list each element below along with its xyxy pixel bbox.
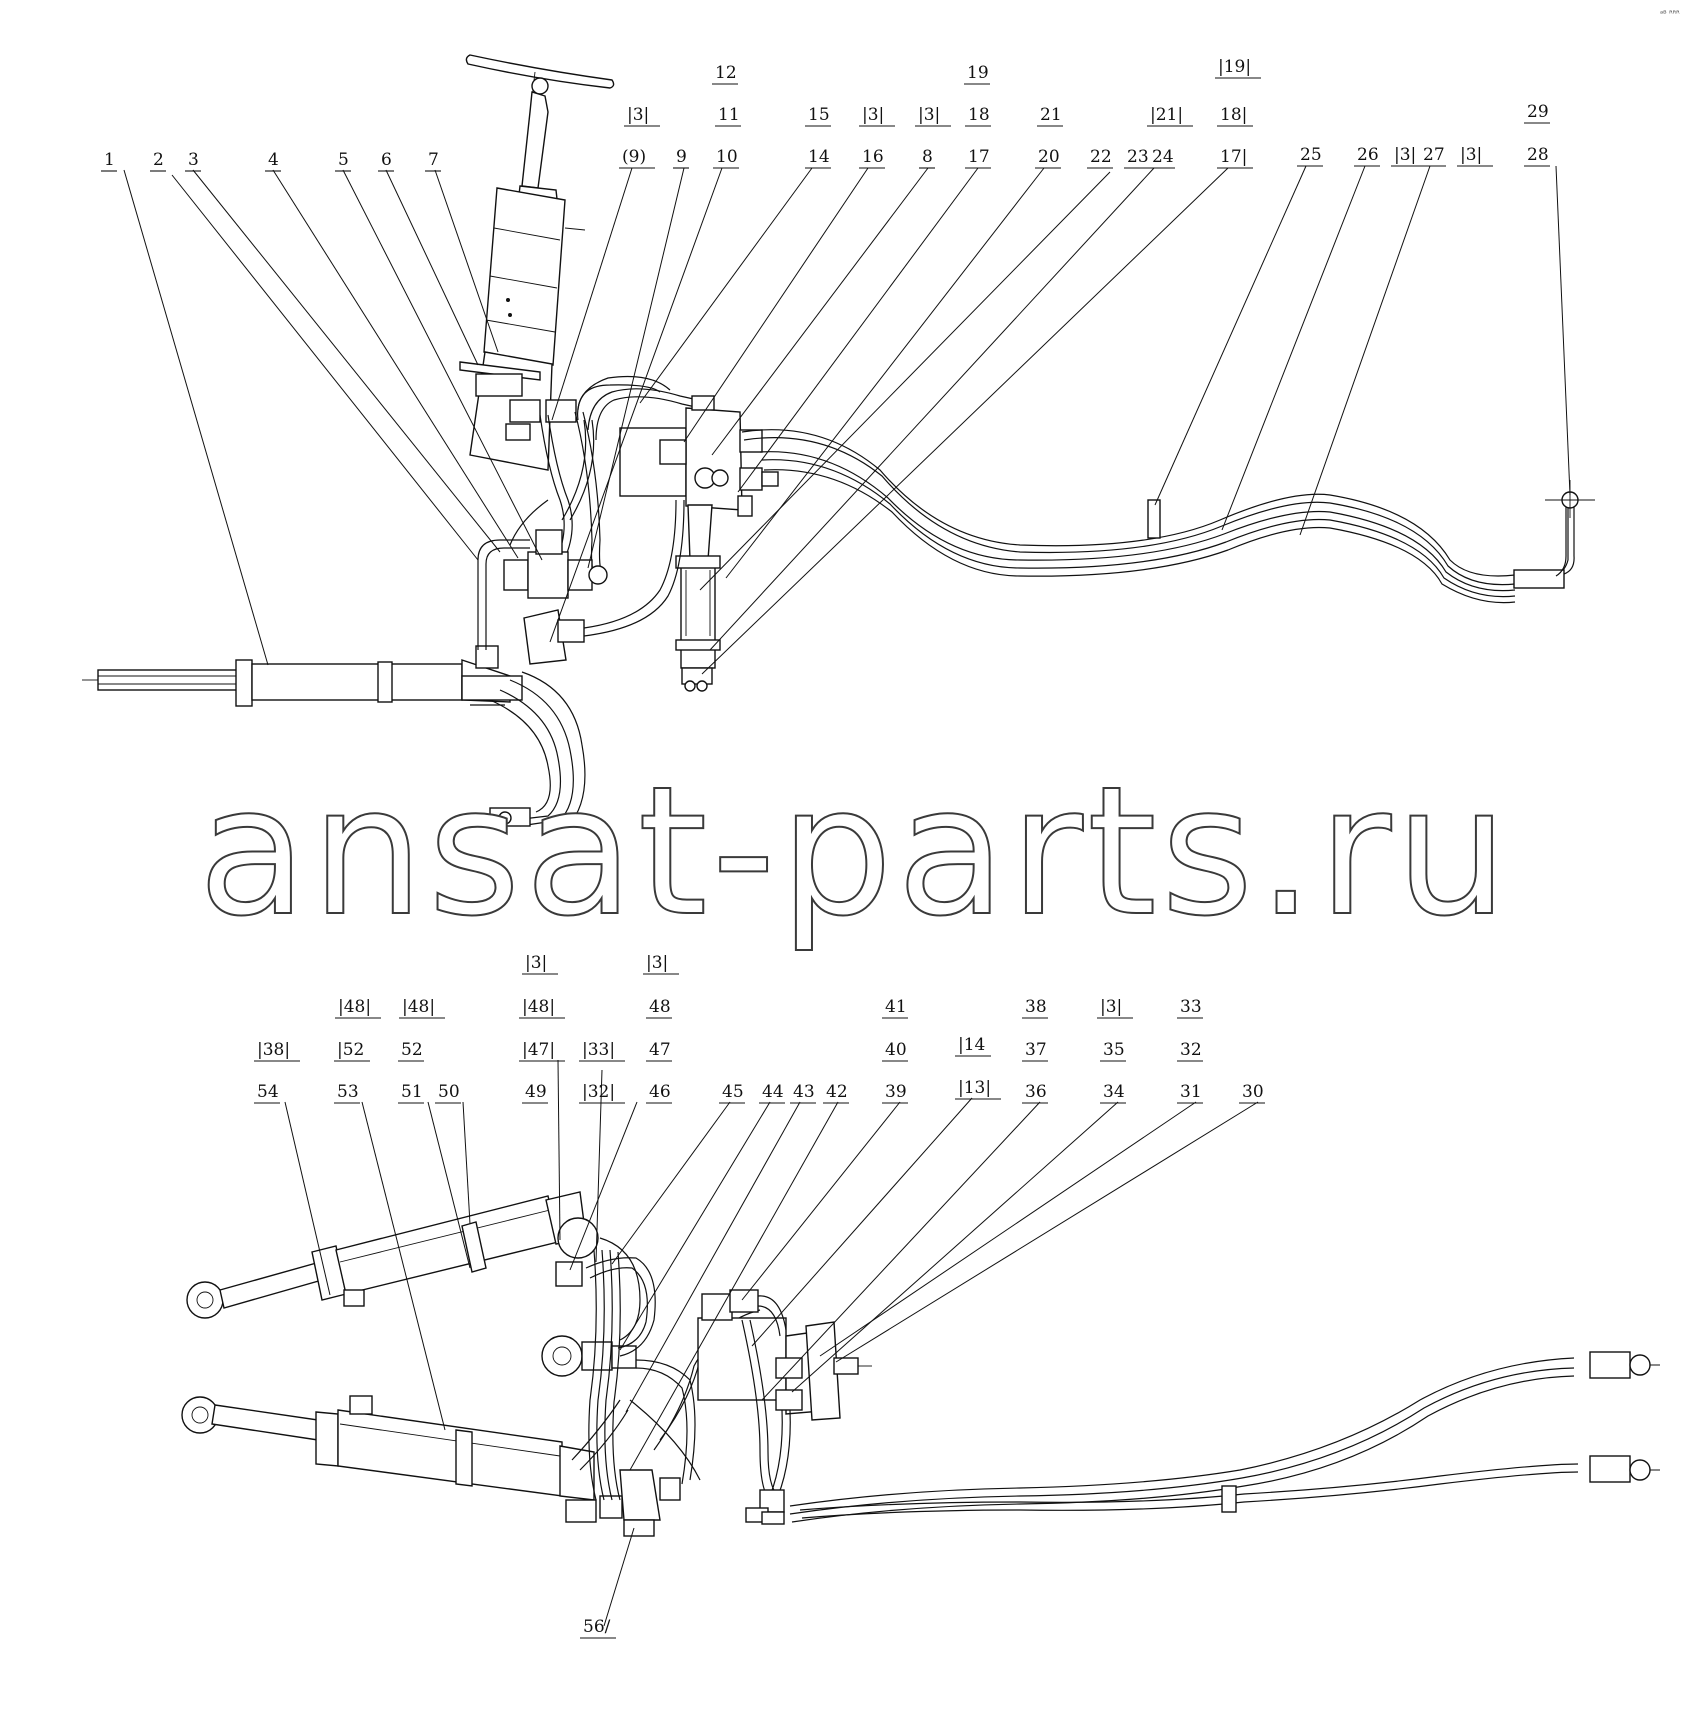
vertical-cylinder xyxy=(675,504,721,692)
callout-label-l24: 24 xyxy=(1152,147,1174,167)
callout-label-l48c: |48| xyxy=(522,997,555,1017)
callout-label-l30: 30 xyxy=(1242,1082,1264,1102)
callout-label-l56: 56/ xyxy=(583,1617,611,1637)
callout-label-l9p: (9) xyxy=(622,147,646,167)
callout-label-l27: 27 xyxy=(1423,145,1445,165)
callout-label-l16: 16 xyxy=(862,147,884,167)
callout-label-l19b: |19| xyxy=(1218,57,1251,77)
callout-label-l44: 44 xyxy=(762,1082,784,1102)
callout-label-l12: 12 xyxy=(715,63,737,83)
callout-label-l17: 17 xyxy=(968,147,990,167)
callout-label-l14b: |14 xyxy=(958,1035,985,1055)
callout-label-l11: 11 xyxy=(718,105,740,125)
callout-label-l37: 37 xyxy=(1025,1040,1047,1060)
callout-label-l52b: 52 xyxy=(401,1040,423,1060)
callout-label-l19: 19 xyxy=(967,63,989,83)
leader-lines-upper xyxy=(123,165,1571,675)
watermark-text: ansat-parts.ru xyxy=(198,748,1512,955)
callout-label-l3g: |3| xyxy=(646,953,668,973)
corner-mark: ᵃᴮ ᴿᴿᴿ xyxy=(1660,9,1680,18)
callout-label-l18b: 18| xyxy=(1220,105,1247,125)
callout-label-l48a: |48| xyxy=(338,997,371,1017)
steering-cylinder-lower-1 xyxy=(186,1191,599,1319)
callout-label-l7: 7 xyxy=(428,150,439,170)
cylinder-hoses xyxy=(470,671,586,827)
steering-cylinder-lower-2 xyxy=(181,1395,597,1523)
callout-label-l21: 21 xyxy=(1040,105,1062,125)
steering-cylinder-upper xyxy=(82,645,523,707)
callout-label-l38a: |38| xyxy=(257,1040,290,1060)
callout-label-l21b: |21| xyxy=(1150,105,1183,125)
callout-label-l14: 14 xyxy=(808,147,830,167)
callout-label-l4: 4 xyxy=(268,150,279,170)
callout-label-l2: 2 xyxy=(153,150,164,170)
callout-label-l23: 23 xyxy=(1127,147,1149,167)
callout-label-l26: 26 xyxy=(1357,145,1379,165)
callout-label-l18: 18 xyxy=(968,105,990,125)
callout-label-l52a: |52 xyxy=(337,1040,364,1060)
callout-label-l3a: |3| xyxy=(627,105,649,125)
callout-label-l51: 51 xyxy=(401,1082,423,1102)
callout-label-l3h: |3| xyxy=(1100,997,1122,1017)
callout-label-l42: 42 xyxy=(826,1082,848,1102)
callout-label-l3d: |3| xyxy=(1394,145,1416,165)
callout-label-l38: 38 xyxy=(1025,997,1047,1017)
callout-label-l15: 15 xyxy=(808,105,830,125)
callout-label-l34: 34 xyxy=(1103,1082,1125,1102)
callout-label-l8: 8 xyxy=(922,147,933,167)
callout-label-l43: 43 xyxy=(793,1082,815,1102)
callout-label-l25: 25 xyxy=(1300,145,1322,165)
callout-label-l5: 5 xyxy=(338,150,349,170)
callout-label-l3e: |3| xyxy=(1460,145,1482,165)
callout-label-l22: 22 xyxy=(1090,147,1112,167)
callout-label-l45: 45 xyxy=(722,1082,744,1102)
callout-label-l3: 3 xyxy=(188,150,199,170)
callout-label-l17b: 17| xyxy=(1220,147,1247,167)
callout-label-l33: 33 xyxy=(1180,997,1202,1017)
callout-label-l46: 46 xyxy=(649,1082,671,1102)
callout-label-l32a: |32| xyxy=(582,1082,615,1102)
callout-label-l32: 32 xyxy=(1180,1040,1202,1060)
callout-label-l3b: |3| xyxy=(862,105,884,125)
callout-label-l48b: |48| xyxy=(402,997,435,1017)
callout-label-l39: 39 xyxy=(885,1082,907,1102)
callout-label-l28: 28 xyxy=(1527,145,1549,165)
callout-label-l48d: 48 xyxy=(649,997,671,1017)
lower-assembly xyxy=(181,1059,1660,1627)
steering-column xyxy=(459,91,586,471)
callout-label-l47b: 47 xyxy=(649,1040,671,1060)
callout-label-l47a: |47| xyxy=(522,1040,555,1060)
callout-label-l6: 6 xyxy=(381,150,392,170)
callout-label-l29: 29 xyxy=(1527,102,1549,122)
long-hoses-lower xyxy=(789,1351,1660,1523)
callout-label-l41: 41 xyxy=(885,997,907,1017)
callout-label-l10: 10 xyxy=(716,147,738,167)
central-fittings xyxy=(541,1335,681,1537)
callout-label-l49: 49 xyxy=(525,1082,547,1102)
callout-label-l3f: |3| xyxy=(525,953,547,973)
callout-label-l9: 9 xyxy=(676,147,687,167)
callout-label-l33a: |33| xyxy=(582,1040,615,1060)
callout-label-l20: 20 xyxy=(1038,147,1060,167)
pump-lower xyxy=(697,1289,872,1525)
steering-wheel xyxy=(465,54,615,100)
callout-label-l36: 36 xyxy=(1025,1082,1047,1102)
callout-label-l1: 1 xyxy=(104,150,115,170)
callout-label-l35: 35 xyxy=(1103,1040,1125,1060)
leader-lines-lower xyxy=(284,1059,1259,1627)
callout-label-l40: 40 xyxy=(885,1040,907,1060)
distributor-block xyxy=(477,419,685,665)
callout-label-l3c: |3| xyxy=(918,105,940,125)
callout-label-l31: 31 xyxy=(1180,1082,1202,1102)
callout-label-l53: 53 xyxy=(337,1082,359,1102)
callout-label-l13b: |13| xyxy=(958,1078,991,1098)
upper-assembly xyxy=(82,54,1595,827)
callout-label-l50: 50 xyxy=(438,1082,460,1102)
pump-valve-block xyxy=(587,388,779,517)
callout-label-l54: 54 xyxy=(257,1082,279,1102)
long-hoses-upper xyxy=(741,429,1595,604)
